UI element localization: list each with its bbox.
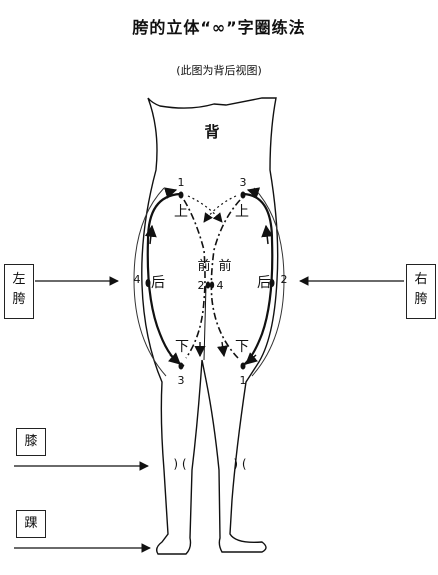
rear-left-label: 后	[151, 275, 165, 291]
right-top-arrow	[246, 187, 261, 199]
front-left-label: 前	[197, 258, 210, 274]
left-outer-arc	[133, 187, 167, 377]
left-hip-char-1: 左	[12, 272, 26, 287]
point-4-center	[209, 281, 215, 289]
figure-eight-path	[183, 199, 241, 359]
down-right-label: 下	[235, 339, 249, 355]
left-loop-arrow-up	[144, 224, 157, 245]
point-3-top	[240, 191, 246, 199]
rear-right-label: 后	[257, 275, 271, 291]
back-label: 背	[204, 123, 219, 141]
front-right-label: 前	[218, 258, 231, 274]
point-4-left	[145, 279, 151, 287]
right-hip-char-1: 右	[414, 272, 428, 287]
knee-mark-left: ) (	[173, 457, 186, 471]
lower-left-arrow	[167, 352, 181, 365]
number-1-bottom: 1	[240, 374, 247, 387]
left-hip-char-2: 胯	[12, 292, 26, 307]
ankle-label: 踝	[24, 516, 38, 531]
right-hip-box: 右 胯	[406, 264, 436, 319]
right-hip-char-2: 胯	[414, 292, 428, 307]
knee-mark-right: ) (	[233, 457, 246, 471]
right-loop-arrow-up	[261, 224, 274, 245]
point-2-right	[269, 279, 275, 287]
up-left-label: 上	[174, 204, 188, 220]
left-top-arrow	[163, 187, 178, 199]
knee-label: 膝	[24, 434, 38, 449]
point-1-bottom	[240, 362, 246, 370]
diagram-title: 胯的立体“∞”字圈练法	[132, 18, 306, 37]
number-2-center: 2	[198, 279, 205, 292]
up-right-label: 上	[235, 204, 249, 220]
number-2-right: 2	[281, 273, 288, 286]
number-4-center: 4	[217, 279, 224, 292]
down-left-label: 下	[175, 339, 189, 355]
point-3-bottom	[178, 362, 184, 370]
diagram-subtitle: (此图为背后视图)	[176, 64, 262, 77]
number-3-top: 3	[240, 176, 247, 189]
figure-eight-cross-b	[203, 195, 237, 223]
knee-box: 膝	[16, 428, 46, 456]
point-1-top	[178, 191, 184, 199]
ankle-box: 踝	[16, 510, 46, 538]
point-2-center	[205, 281, 211, 289]
number-1-top: 1	[178, 176, 185, 189]
lower-right-arrow	[245, 352, 259, 365]
right-outer-arc	[251, 187, 285, 377]
body-outline	[141, 97, 279, 555]
figure-eight-cross-a	[187, 195, 223, 223]
figure-eight-arrow-right	[217, 341, 229, 358]
left-hip-box: 左 胯	[4, 264, 34, 319]
number-3-bottom: 3	[178, 374, 185, 387]
number-4-left: 4	[134, 273, 141, 286]
